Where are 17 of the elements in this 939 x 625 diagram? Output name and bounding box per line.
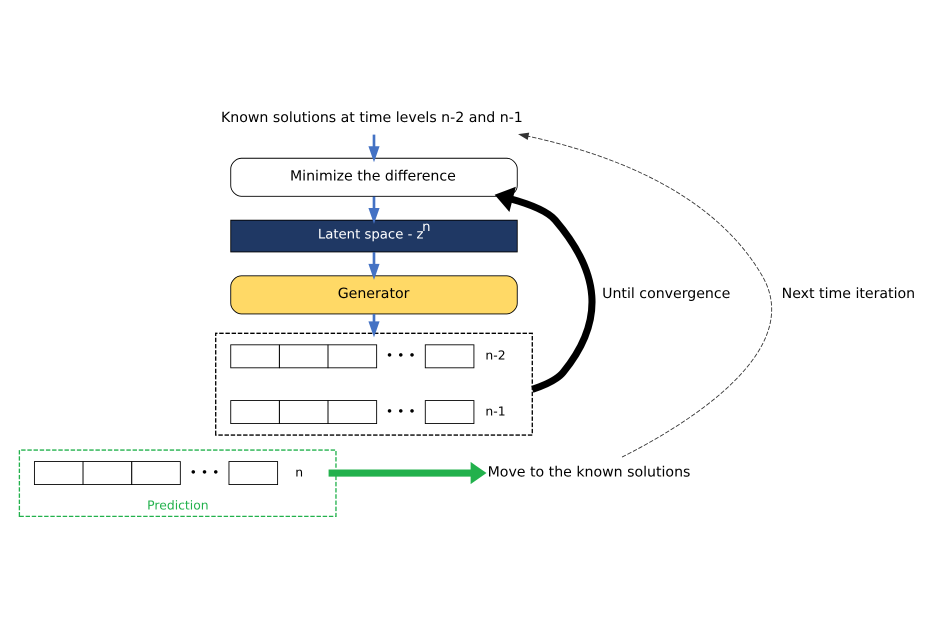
arrow <box>494 186 596 392</box>
edge-label: Until convergence <box>602 286 730 302</box>
node-label: n-2 <box>485 348 506 362</box>
arrow <box>368 196 380 224</box>
arrow <box>368 134 380 162</box>
node-text: Known solutions at time levels n-2 and n-1 <box>221 109 523 126</box>
node-box: Minimize the difference <box>230 157 518 196</box>
node-label: n <box>295 464 304 479</box>
node-label: n-1 <box>485 404 506 418</box>
arrow <box>368 314 380 337</box>
edge-label: Next time iteration <box>782 286 916 302</box>
node-text: Move to the known solutions <box>488 464 690 480</box>
arrow <box>518 132 772 458</box>
arrow <box>368 252 380 280</box>
node-box: Generator <box>230 274 518 314</box>
arrow <box>328 461 487 484</box>
cluster <box>215 332 533 436</box>
